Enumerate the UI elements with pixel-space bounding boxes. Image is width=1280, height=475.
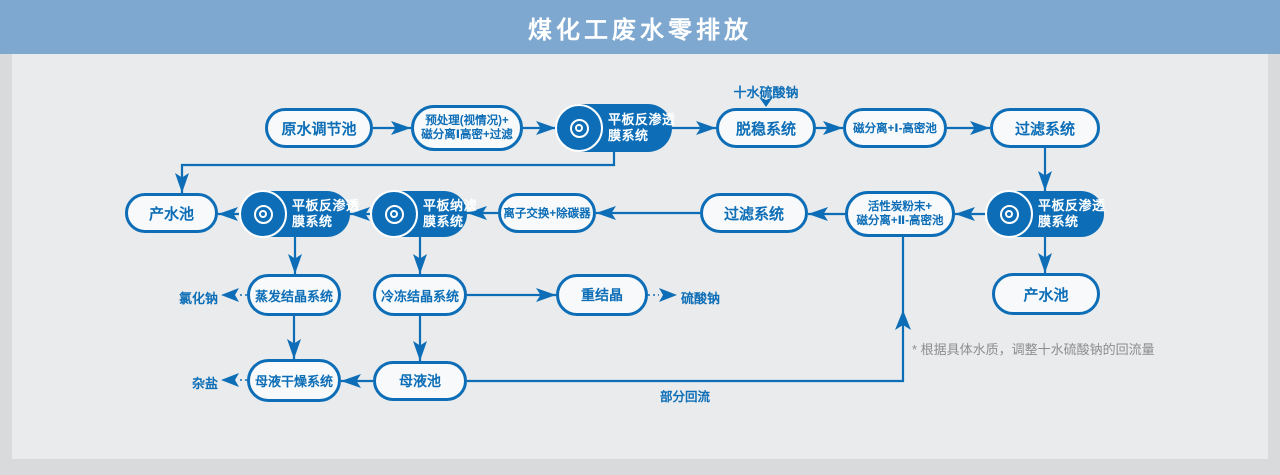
reflux-up-arrowhead (895, 310, 911, 330)
membrane-disc-icon (370, 190, 418, 238)
arrow-ro1-to-product-left (175, 152, 616, 193)
node-flat-ro-membrane-2: 平板反渗透 膜系统 (239, 190, 359, 238)
node-flat-ro-membrane-3: 平板反渗透 膜系统 (985, 190, 1105, 238)
node-raw-water-pool: 原水调节池 (265, 108, 373, 148)
nacl-arrowhead (221, 288, 239, 302)
label-mixed-salt: 杂盐 (191, 376, 218, 391)
label-sodium-chloride: 氯化钠 (178, 291, 218, 306)
membrane-disc-icon (555, 104, 603, 152)
label-partial-reflux: 部分回流 (660, 390, 711, 404)
node-flat-nf-membrane: 平板纳滤 膜系统 (370, 190, 477, 238)
node-mother-liquor-drying: 母液干燥系统 (247, 359, 341, 402)
title-bar: 煤化工废水零排放 (0, 0, 1280, 54)
node-flat-ro-membrane-1: 平板反渗透 膜系统 (555, 104, 675, 152)
line-partial-reflux (467, 237, 905, 383)
salt-arrowhead (221, 373, 239, 387)
membrane-disc-icon (985, 190, 1033, 238)
note-text: * 根据具体水质，调整十水硫酸钠的回流量 (912, 342, 1155, 357)
node-destabilization-system: 脱稳系统 (716, 108, 816, 148)
decahydrate-down-arrowhead (759, 97, 773, 107)
node-recrystallization: 重结晶 (556, 274, 648, 316)
na2so4-arrowhead (659, 288, 677, 302)
label-sodium-sulfate: 硫酸钠 (681, 291, 721, 306)
node-filter-system-2: 过滤系统 (700, 193, 808, 233)
node-magnetic-separation-1-pool: 磁分离+Ⅰ-高密池 (843, 108, 947, 148)
node-product-water-pool-right: 产水池 (992, 273, 1100, 315)
page-title: 煤化工废水零排放 (528, 16, 752, 44)
node-pretreatment: 预处理(视情况)+ 磁分离Ⅰ高密+过滤 (411, 105, 523, 151)
membrane-disc-icon (239, 190, 287, 238)
node-mother-liquor-pool: 母液池 (373, 361, 467, 401)
label-sodium-sulfate-decahydrate: 十水硫酸钠 (733, 85, 799, 100)
node-filter-system-1: 过滤系统 (990, 108, 1100, 148)
node-evaporation-crystallization: 蒸发结晶系统 (247, 274, 341, 316)
node-ion-exchange-decarbonizer: 离子交换+除碳器 (498, 193, 596, 233)
node-freezing-crystallization: 冷冻结晶系统 (373, 274, 467, 316)
node-activated-carbon-magsep-2-pool: 活性炭粉末+ 磁分离+Ⅱ-高密池 (845, 191, 955, 237)
node-product-water-pool-left: 产水池 (125, 193, 218, 233)
